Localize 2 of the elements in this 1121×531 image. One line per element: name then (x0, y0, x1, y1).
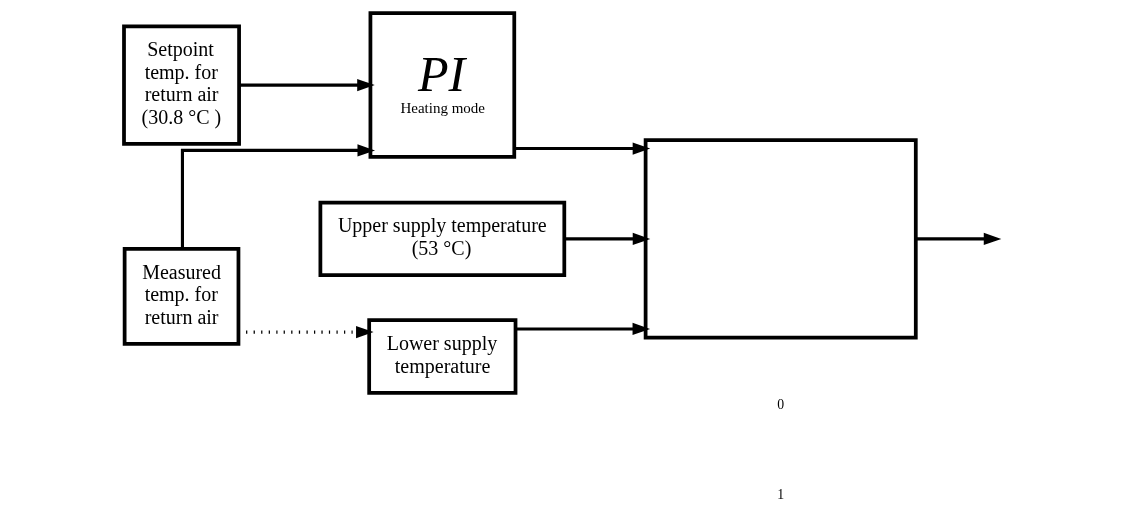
label: 0 (776, 396, 784, 412)
label: 1 (776, 486, 784, 502)
